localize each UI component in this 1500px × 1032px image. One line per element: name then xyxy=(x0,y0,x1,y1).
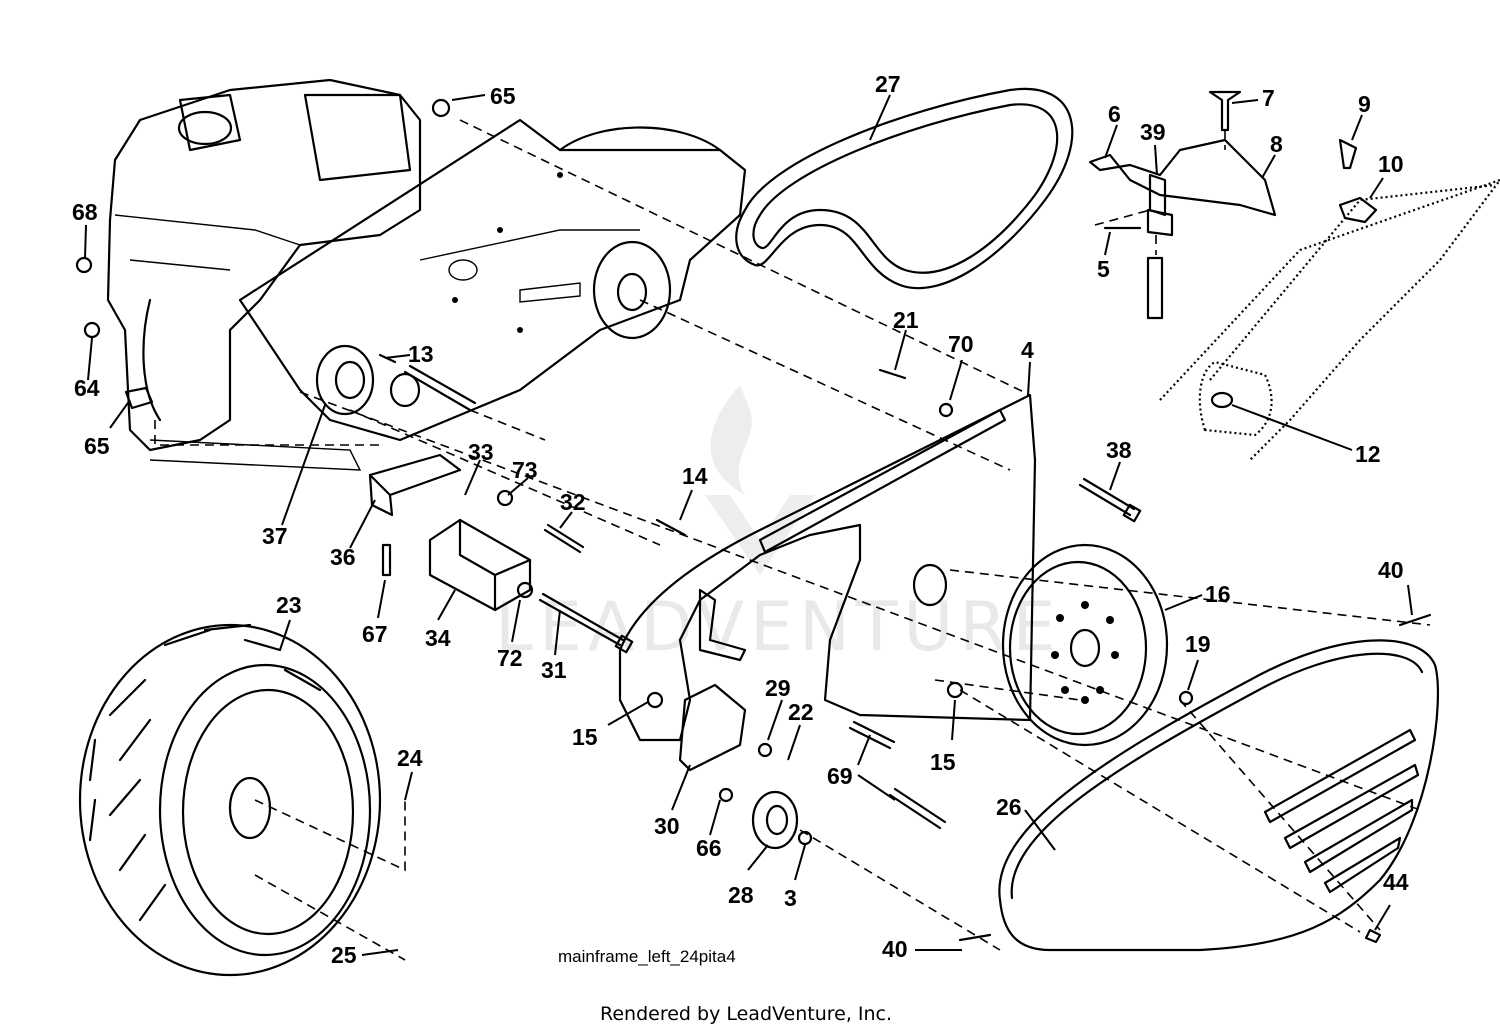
callout-65-top: 65 xyxy=(490,83,516,109)
callout-23: 23 xyxy=(276,592,302,618)
callout-14: 14 xyxy=(682,463,708,489)
callout-29: 29 xyxy=(765,675,791,701)
callout-13: 13 xyxy=(408,341,434,367)
callout-27: 27 xyxy=(875,71,901,97)
callout-37: 37 xyxy=(262,523,288,549)
support-block xyxy=(368,453,532,612)
callout-25: 25 xyxy=(331,942,357,968)
callout-28: 28 xyxy=(728,882,754,908)
callout-72: 72 xyxy=(497,645,523,671)
callout-labels: 65 27 7 9 6 39 8 10 68 5 21 70 4 13 64 6… xyxy=(72,71,1409,968)
callout-67: 67 xyxy=(362,621,388,647)
callout-65-left: 65 xyxy=(84,433,110,459)
callout-40-right: 40 xyxy=(1378,557,1404,583)
callout-9: 9 xyxy=(1358,91,1371,117)
callout-19: 19 xyxy=(1185,631,1211,657)
callout-40-bottom: 40 xyxy=(882,936,908,962)
callout-22: 22 xyxy=(788,699,814,725)
callout-4: 4 xyxy=(1021,337,1034,363)
callout-44: 44 xyxy=(1383,869,1409,895)
callout-31: 31 xyxy=(541,657,567,683)
callout-32: 32 xyxy=(560,489,586,515)
watermark: LEADVENTURE xyxy=(495,385,1061,667)
callout-69: 69 xyxy=(827,763,853,789)
callout-34: 34 xyxy=(425,625,451,651)
callout-24: 24 xyxy=(397,745,423,771)
diagram-caption: mainframe_left_24pita4 xyxy=(558,947,736,966)
callout-16: 16 xyxy=(1205,581,1231,607)
callout-26: 26 xyxy=(996,794,1022,820)
callout-38: 38 xyxy=(1106,437,1132,463)
callout-64: 64 xyxy=(74,375,100,401)
callout-66: 66 xyxy=(696,835,722,861)
callout-73: 73 xyxy=(512,457,538,483)
callout-39: 39 xyxy=(1140,119,1166,145)
drive-belt xyxy=(735,87,1074,290)
callout-33: 33 xyxy=(468,439,494,465)
belt-cover xyxy=(998,639,1440,952)
callout-5: 5 xyxy=(1097,256,1110,282)
assembly-lines xyxy=(154,119,1431,961)
callout-10: 10 xyxy=(1378,151,1404,177)
callout-30: 30 xyxy=(654,813,680,839)
watermark-text: LEADVENTURE xyxy=(495,588,1061,667)
callout-6: 6 xyxy=(1108,101,1121,127)
callout-15-left: 15 xyxy=(572,724,598,750)
callout-36: 36 xyxy=(330,544,356,570)
callout-8: 8 xyxy=(1270,131,1283,157)
callout-68: 68 xyxy=(72,199,98,225)
leader-lines xyxy=(84,94,1413,956)
dotted-shield xyxy=(1159,178,1500,461)
callout-3: 3 xyxy=(784,885,797,911)
cover-plate xyxy=(618,393,1037,742)
footer-credit: Rendered by LeadVenture, Inc. xyxy=(600,1003,892,1025)
large-pulley xyxy=(1001,543,1169,747)
callout-7: 7 xyxy=(1262,85,1275,111)
callout-21: 21 xyxy=(893,307,919,333)
callout-15-right: 15 xyxy=(930,749,956,775)
idler-bracket-assembly xyxy=(1088,90,1378,320)
idler-pulley xyxy=(678,683,799,850)
callout-12: 12 xyxy=(1355,441,1381,467)
wheel-tire xyxy=(78,623,382,977)
callout-70: 70 xyxy=(948,331,974,357)
engine-mainframe xyxy=(106,78,747,471)
